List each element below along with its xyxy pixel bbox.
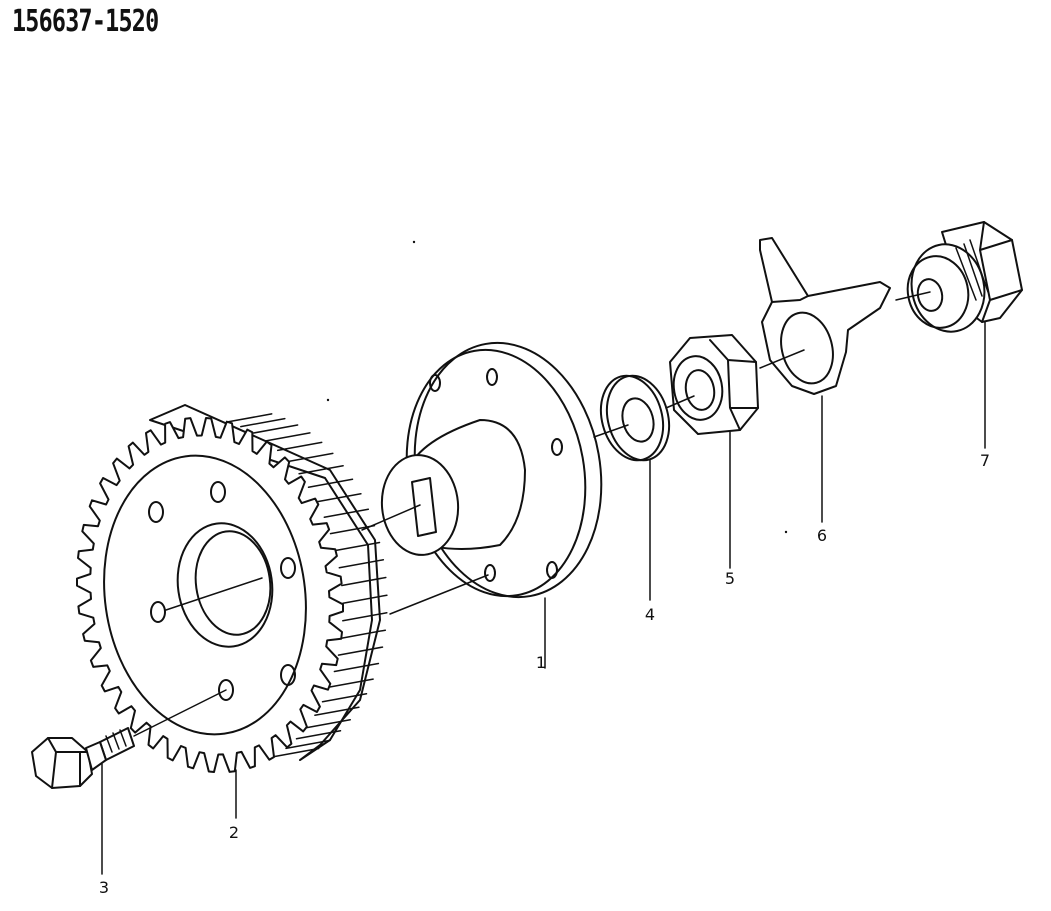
gear-tooth-line — [328, 678, 374, 688]
gear-bolt-hole — [210, 481, 226, 503]
gear-bolt-hole — [150, 601, 166, 623]
gear-tooth-line — [240, 417, 286, 428]
gear-tooth-line — [337, 646, 384, 656]
axis-line — [895, 291, 931, 301]
washer-edge — [599, 374, 665, 462]
callout-labels: 1 2 3 4 5 6 7 — [99, 451, 990, 897]
gear-tooth-line — [341, 576, 387, 587]
gear-tooth-line — [273, 747, 320, 758]
plug-part-7 — [906, 221, 1023, 333]
gear-tooth-line — [323, 508, 370, 519]
lever-body — [759, 237, 891, 395]
axis-line — [593, 424, 629, 438]
hub-part-1 — [380, 341, 603, 599]
washer-hole — [621, 397, 655, 443]
gear-tooth-line — [288, 452, 334, 463]
bolt-head — [31, 737, 93, 789]
gear-bolt-hole — [280, 664, 296, 686]
gear-tooth-line — [316, 493, 362, 503]
washer-part-4 — [599, 374, 671, 462]
axis-line — [665, 395, 695, 409]
hub-bolt-hole — [551, 438, 563, 456]
hub-bolt-hole — [484, 564, 496, 582]
gear-inner-ring — [103, 454, 307, 736]
lever-bore — [780, 311, 834, 385]
scan-speck — [326, 398, 330, 402]
part-number-title: 156637-1520 — [12, 4, 159, 39]
callout-4: 4 — [645, 605, 655, 624]
bolt-collar — [85, 741, 107, 771]
lever-part-6 — [759, 237, 891, 395]
axis-line — [361, 504, 421, 531]
bolt-part-3 — [31, 727, 135, 789]
nut-edges — [709, 339, 759, 431]
plug-thread-ring — [906, 255, 970, 329]
plug-thread-lines — [955, 239, 989, 301]
hub-bolt-hole — [486, 368, 498, 386]
axis-line — [389, 574, 489, 615]
callout-3: 3 — [99, 878, 109, 897]
gear-bolt-hole — [218, 679, 234, 701]
gear-bolt-hole — [280, 557, 296, 579]
gear-tooth-line — [338, 559, 385, 569]
gear-hub-bore — [194, 530, 272, 636]
gear-tooth-line — [265, 432, 311, 442]
axis-line — [165, 577, 263, 611]
hub-bolt-hole — [429, 374, 441, 392]
nut-thread-outer — [672, 355, 724, 421]
callout-6: 6 — [817, 526, 827, 545]
gear-bolt-hole — [148, 501, 164, 523]
plug-hex-edges — [979, 221, 1023, 323]
axis-line — [759, 349, 805, 369]
callout-1: 1 — [536, 653, 546, 672]
gear-tooth-line — [252, 424, 299, 434]
hub-keyway — [411, 477, 437, 537]
gear-tooth-line — [340, 629, 387, 639]
gear-tooth-line — [307, 478, 354, 488]
leader-lines — [101, 321, 986, 875]
gear-tooth-line — [276, 441, 323, 452]
nut-part-5 — [669, 334, 759, 435]
gear-hub-outer — [176, 522, 274, 648]
gear-tooth-line — [342, 594, 388, 604]
lever-fold — [771, 295, 809, 303]
bolt-head-edges — [47, 737, 89, 789]
plug-center — [916, 278, 944, 312]
callout-7: 7 — [980, 451, 990, 470]
scan-speck — [412, 240, 416, 244]
gear-tooth-line — [342, 612, 388, 622]
gear-tooth-line — [329, 524, 376, 535]
gear-tooth-line — [333, 662, 380, 673]
gear-tooth-line — [314, 706, 360, 717]
assembly-axes — [133, 291, 931, 737]
gear-tooth-line — [295, 730, 342, 740]
callout-5: 5 — [725, 569, 735, 588]
bolt-thread — [105, 729, 127, 753]
gear-tooth-line — [298, 464, 344, 475]
gear-tooth-line — [285, 739, 331, 750]
callout-2: 2 — [229, 823, 239, 842]
gear-tooth-line — [321, 692, 368, 703]
hub-bolt-hole — [546, 561, 558, 579]
scan-speck — [784, 530, 788, 534]
nut-thread-inner — [684, 369, 716, 411]
gear-band-teeth — [226, 413, 388, 758]
gear-tooth-line — [226, 413, 273, 423]
axis-line — [133, 689, 227, 737]
gear-tooth-line — [334, 541, 381, 552]
gear-tooth-line — [305, 718, 351, 729]
